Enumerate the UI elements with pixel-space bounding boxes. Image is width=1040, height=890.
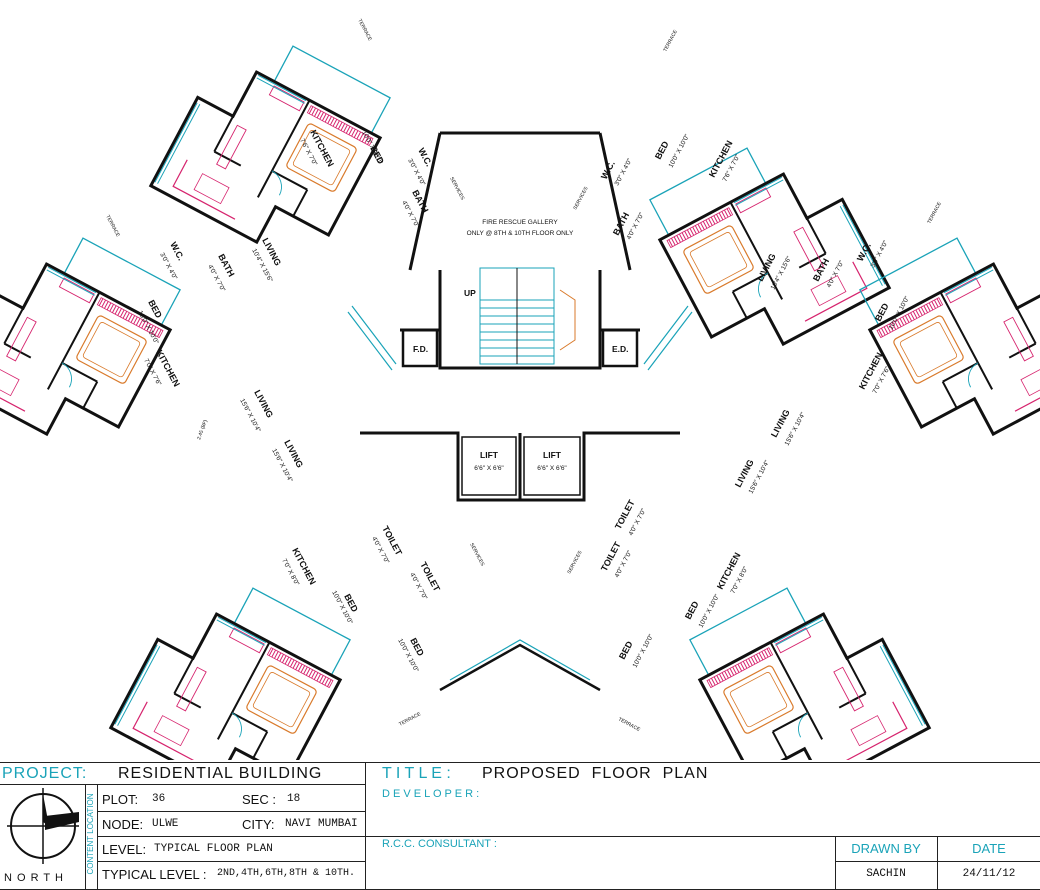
typical-level-label: TYPICAL LEVEL : <box>102 867 207 882</box>
sec-label: SEC : <box>242 792 276 807</box>
date-value: 24/11/12 <box>962 868 1016 880</box>
plot-label: PLOT: <box>102 792 139 807</box>
u2-wc: W.C. <box>599 159 617 181</box>
u4-terrace: TERRACE <box>926 200 943 224</box>
u2-wc-dim: 3'0" X 4'0" <box>614 157 634 187</box>
drawn-by-value: SACHIN <box>866 868 906 880</box>
corridor-windows <box>347 305 693 692</box>
city-label: CITY: <box>242 817 275 832</box>
content-location-label: CONTENT LOCATION <box>86 793 95 875</box>
project-value: RESIDENTIAL BUILDING <box>118 765 323 782</box>
node-value: ULWE <box>152 818 179 830</box>
fire-door-left <box>401 328 439 368</box>
u1-terrace: TERRACE <box>356 18 373 42</box>
title-label: T I T L E : <box>382 765 451 782</box>
date-label: DATE <box>972 841 1006 856</box>
rcc-consultant-label: R.C.C. CONSULTANT : <box>382 838 497 850</box>
u6-bed-1-dim: 10'0" X 10'0" <box>698 593 722 629</box>
level-label: LEVEL: <box>102 842 147 857</box>
project-label: PROJECT: <box>2 765 88 782</box>
unit-6 <box>679 558 931 760</box>
u2-terrace: TERRACE <box>662 28 679 52</box>
u6-bed-2-dim: 10'0" X 10'0" <box>632 633 656 669</box>
unit-5 <box>109 558 361 760</box>
u2-services: SERVICES <box>572 185 589 211</box>
u1-wc: W.C. <box>416 146 434 168</box>
developer-label: D E V E L O P E R : <box>382 788 480 800</box>
city-value: NAVI MUMBAI <box>285 818 358 830</box>
title-block: PROJECT: RESIDENTIAL BUILDING T I T L E … <box>0 762 1040 890</box>
sec-value: 18 <box>287 793 301 805</box>
unit-3 <box>0 208 191 464</box>
lift-right-dim: 6'6" X 6'6" <box>537 465 567 472</box>
unit-1 <box>149 16 401 272</box>
u6-services: SERVICES <box>566 549 583 575</box>
lift-left-dim: 6'6" X 6'6" <box>474 465 504 472</box>
u3-wc: W.C. <box>168 240 186 262</box>
lift-left <box>461 436 517 496</box>
lift-right <box>523 436 581 496</box>
north-arrow-icon <box>7 788 79 864</box>
u2-bed-dim: 10'0" X 10'0" <box>668 133 692 169</box>
typical-level-value: 2ND,4TH,6TH,8TH & 10TH. <box>217 868 356 879</box>
u5-services: SERVICES <box>468 542 485 568</box>
stair-up-label: UP <box>464 288 476 298</box>
u1-services: SERVICES <box>448 176 465 202</box>
floor-plan-drawing: FIRE RESCUE GALLERY ONLY @ 8TH & 10TH FL… <box>0 16 1040 760</box>
u6-bed-1: BED <box>683 599 701 621</box>
fd-label: F.D. <box>413 344 428 354</box>
u5-terrace: TERRACE <box>398 711 422 728</box>
ed-label: E.D. <box>612 344 629 354</box>
fire-gallery-text-1: FIRE RESCUE GALLERY <box>482 219 558 226</box>
lift-right-label: LIFT <box>543 450 562 460</box>
level-value: TYPICAL FLOOR PLAN <box>154 843 273 855</box>
fire-gallery-text-2: ONLY @ 8TH & 10TH FLOOR ONLY <box>467 230 574 237</box>
plot-value: 36 <box>152 793 166 805</box>
plan-labels: FIRE RESCUE GALLERY ONLY @ 8TH & 10TH FL… <box>104 18 943 733</box>
node-label: NODE: <box>102 817 144 832</box>
u3-living: LIVING <box>252 388 275 419</box>
u6-bed-2: BED <box>617 639 635 661</box>
u3-terrace: TERRACE <box>104 214 121 238</box>
u6-terrace: TERRACE <box>617 716 641 733</box>
drawn-by-label: DRAWN BY <box>851 841 921 856</box>
exit-door-right <box>601 328 639 368</box>
beam-label: 2.45 (BF) <box>196 419 209 441</box>
lift-left-label: LIFT <box>480 450 499 460</box>
title-value: PROPOSED FLOOR PLAN <box>482 765 709 782</box>
staircase <box>479 267 576 365</box>
north-label: N O R T H <box>4 872 64 884</box>
u2-bed: BED <box>653 139 671 161</box>
